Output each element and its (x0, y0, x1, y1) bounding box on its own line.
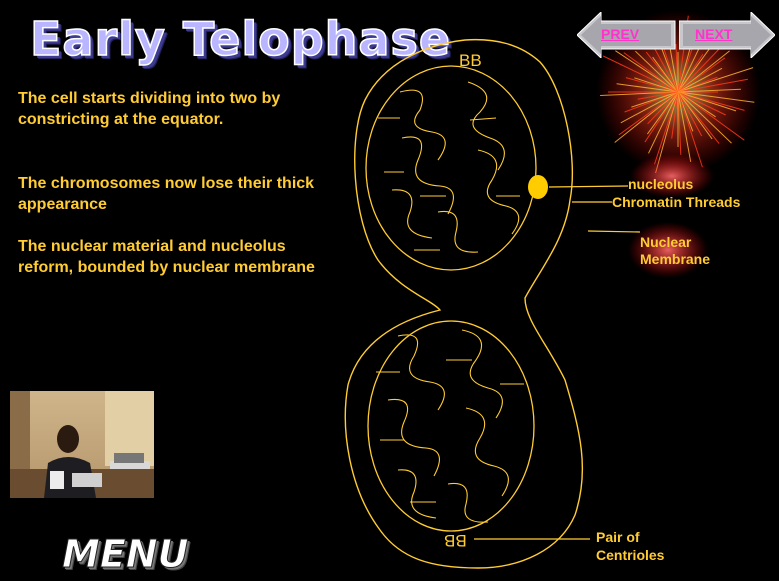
label-pair-of: Pair of (596, 529, 640, 546)
upper-nucleus (366, 66, 536, 270)
cell-membrane-outline (345, 40, 582, 568)
prev-button[interactable]: PREV (577, 12, 677, 58)
slide-title: Early Telophase (30, 12, 451, 66)
next-button[interactable]: NEXT (679, 12, 775, 58)
next-label[interactable]: NEXT (695, 26, 732, 42)
chromatin-threads-lower (376, 330, 524, 522)
lower-nucleus (368, 321, 534, 531)
label-centrioles: Centrioles (596, 547, 664, 564)
centriole-label-top: BB (459, 51, 482, 71)
menu-button[interactable]: MENU (62, 534, 188, 574)
centriole-label-bottom: BB (444, 530, 467, 550)
label-nuclear: Nuclear (640, 234, 691, 251)
description-paragraph-2: The chromosomes now lose their thick app… (18, 173, 318, 215)
nucleolus (528, 175, 548, 199)
label-nucleolus: nucleolus (628, 176, 693, 193)
prev-label[interactable]: PREV (601, 26, 639, 42)
presenter-photo (10, 391, 154, 498)
label-chromatin-threads: Chromatin Threads (612, 194, 740, 211)
label-membrane: Membrane (640, 251, 710, 268)
description-paragraph-1: The cell starts dividing into two by con… (18, 88, 318, 130)
chromatin-threads-upper (378, 82, 520, 252)
description-paragraph-3: The nuclear material and nucleolus refor… (18, 236, 318, 278)
label-pointer-lines (474, 186, 640, 539)
